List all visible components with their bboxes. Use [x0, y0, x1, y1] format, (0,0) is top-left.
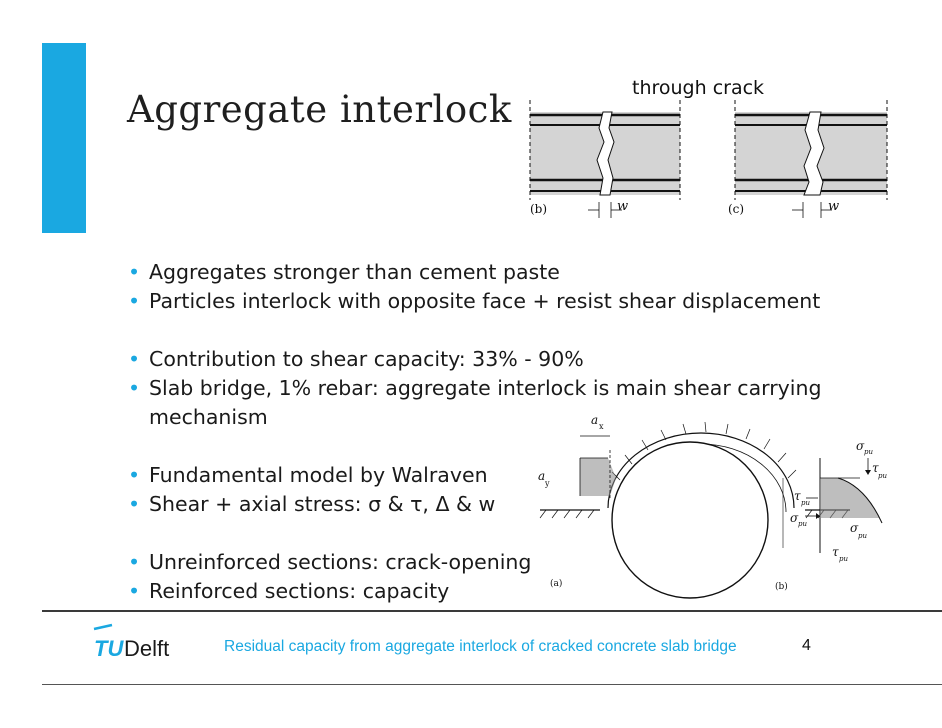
footer-title: Residual capacity from aggregate interlo… — [224, 638, 737, 655]
w-label-b: w — [617, 199, 628, 214]
pu-subscript: pu — [858, 532, 867, 540]
ay-subscript: y — [544, 479, 550, 488]
ax-subscript: x — [599, 422, 604, 431]
panel-c-label: (c) — [728, 202, 744, 216]
panel-b-stress-label: (b) — [775, 581, 788, 592]
tu-delft-logo: TU Delft — [93, 623, 169, 661]
tau-label-left: τ — [794, 489, 801, 503]
bullet-continuation: mechanism — [149, 405, 268, 429]
bullet-item: Contribution to shear capacity: 33% - 90… — [128, 345, 858, 374]
tau-label-bottom: τ — [832, 545, 839, 559]
logo-tu-text: TU — [94, 636, 124, 661]
panel-b-slab — [529, 100, 681, 218]
through-crack-label: through crack — [632, 77, 765, 99]
bullet-item: Slab bridge, 1% rebar: aggregate interlo… — [128, 374, 858, 403]
walraven-model-figure: a x a y (a) σ pu τ pu τ pu σ pu σ pu τ p… — [538, 413, 887, 599]
sigma-label-right: σ — [850, 521, 859, 535]
pu-subscript: pu — [839, 555, 848, 563]
panel-a-label: (a) — [550, 578, 562, 589]
panel-b-stress-diagram — [782, 458, 883, 553]
page-number: 4 — [802, 637, 811, 654]
accent-bar — [42, 43, 86, 233]
sigma-label-top: σ — [856, 439, 865, 453]
sigma-label-left: σ — [790, 511, 799, 525]
pu-subscript: pu — [798, 520, 807, 528]
ay-label: a — [538, 469, 545, 483]
bullet-item: Fundamental model by Walraven — [128, 461, 858, 490]
panel-c-slab — [734, 100, 888, 218]
crack-figure: (b) w (c) w — [529, 100, 888, 218]
bullet-list: Aggregates stronger than cement paste Pa… — [128, 258, 858, 606]
panel-b-label: (b) — [530, 202, 547, 216]
logo-delft-text: Delft — [124, 636, 169, 661]
bullet-item: Unreinforced sections: crack-opening — [128, 548, 858, 577]
bullet-item: Shear + axial stress: σ & τ, Δ & w — [128, 490, 858, 519]
panel-a-drawing — [539, 421, 850, 599]
bullet-item: Reinforced sections: capacity — [128, 577, 858, 606]
footer-bottom-divider — [42, 684, 942, 685]
footer-divider — [42, 610, 942, 612]
bullet-item: Particles interlock with opposite face +… — [128, 287, 858, 316]
bullet-item: Aggregates stronger than cement paste — [128, 258, 858, 287]
pu-subscript: pu — [864, 448, 873, 456]
tau-label-top: τ — [872, 461, 879, 475]
pu-subscript: pu — [801, 499, 810, 507]
slide-title: Aggregate interlock — [127, 88, 512, 131]
ax-label: a — [591, 413, 598, 427]
w-label-c: w — [828, 199, 839, 214]
pu-subscript: pu — [878, 472, 887, 480]
